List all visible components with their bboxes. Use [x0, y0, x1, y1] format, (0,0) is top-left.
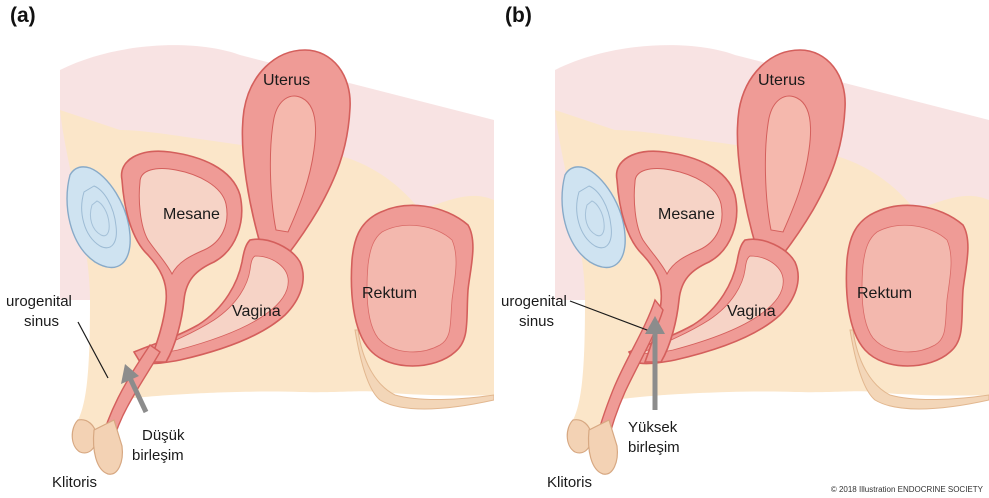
junction-label-a: Düşük birleşim	[132, 426, 185, 466]
vagina-label-a: Vagina	[232, 303, 281, 321]
copyright-credit: © 2018 Illustration ENDOCRINE SOCIETY	[831, 485, 983, 494]
junction-label-b: Yüksek birleşim	[628, 418, 680, 458]
anatomy-illustration-b	[495, 0, 989, 498]
sinus-label-line2-b: sinus	[501, 312, 567, 332]
clitoris-label-b: Klitoris	[547, 474, 592, 491]
uterus-label-b: Uterus	[758, 72, 805, 90]
junction-label-line2-a: birleşim	[132, 446, 185, 466]
panel-b: (b) Uterus Mesane Vagina Rektum urogenit…	[495, 0, 989, 498]
junction-label-line1-b: Yüksek	[628, 418, 680, 438]
bladder-label-a: Mesane	[163, 206, 220, 224]
labia	[589, 420, 618, 474]
sinus-label-b: urogenital sinus	[501, 292, 567, 332]
uterus-label-a: Uterus	[263, 72, 310, 90]
sinus-label-line1-a: urogenital	[6, 292, 72, 312]
panel-label-a: (a)	[10, 4, 36, 28]
rectum-label-b: Rektum	[857, 285, 912, 303]
sinus-label-line2-a: sinus	[6, 312, 72, 332]
panel-a: (a) Uterus Mesane Vagina Rektum urogenit…	[0, 0, 494, 498]
clitoris-label-a: Klitoris	[52, 474, 97, 491]
panel-label-b: (b)	[505, 4, 532, 28]
anatomy-illustration-a	[0, 0, 494, 498]
sinus-label-a: urogenital sinus	[6, 292, 72, 332]
bladder-label-b: Mesane	[658, 206, 715, 224]
rectum-label-a: Rektum	[362, 285, 417, 303]
junction-label-line1-a: Düşük	[132, 426, 185, 446]
sinus-label-line1-b: urogenital	[501, 292, 567, 312]
vagina-label-b: Vagina	[727, 303, 776, 321]
junction-label-line2-b: birleşim	[628, 438, 680, 458]
